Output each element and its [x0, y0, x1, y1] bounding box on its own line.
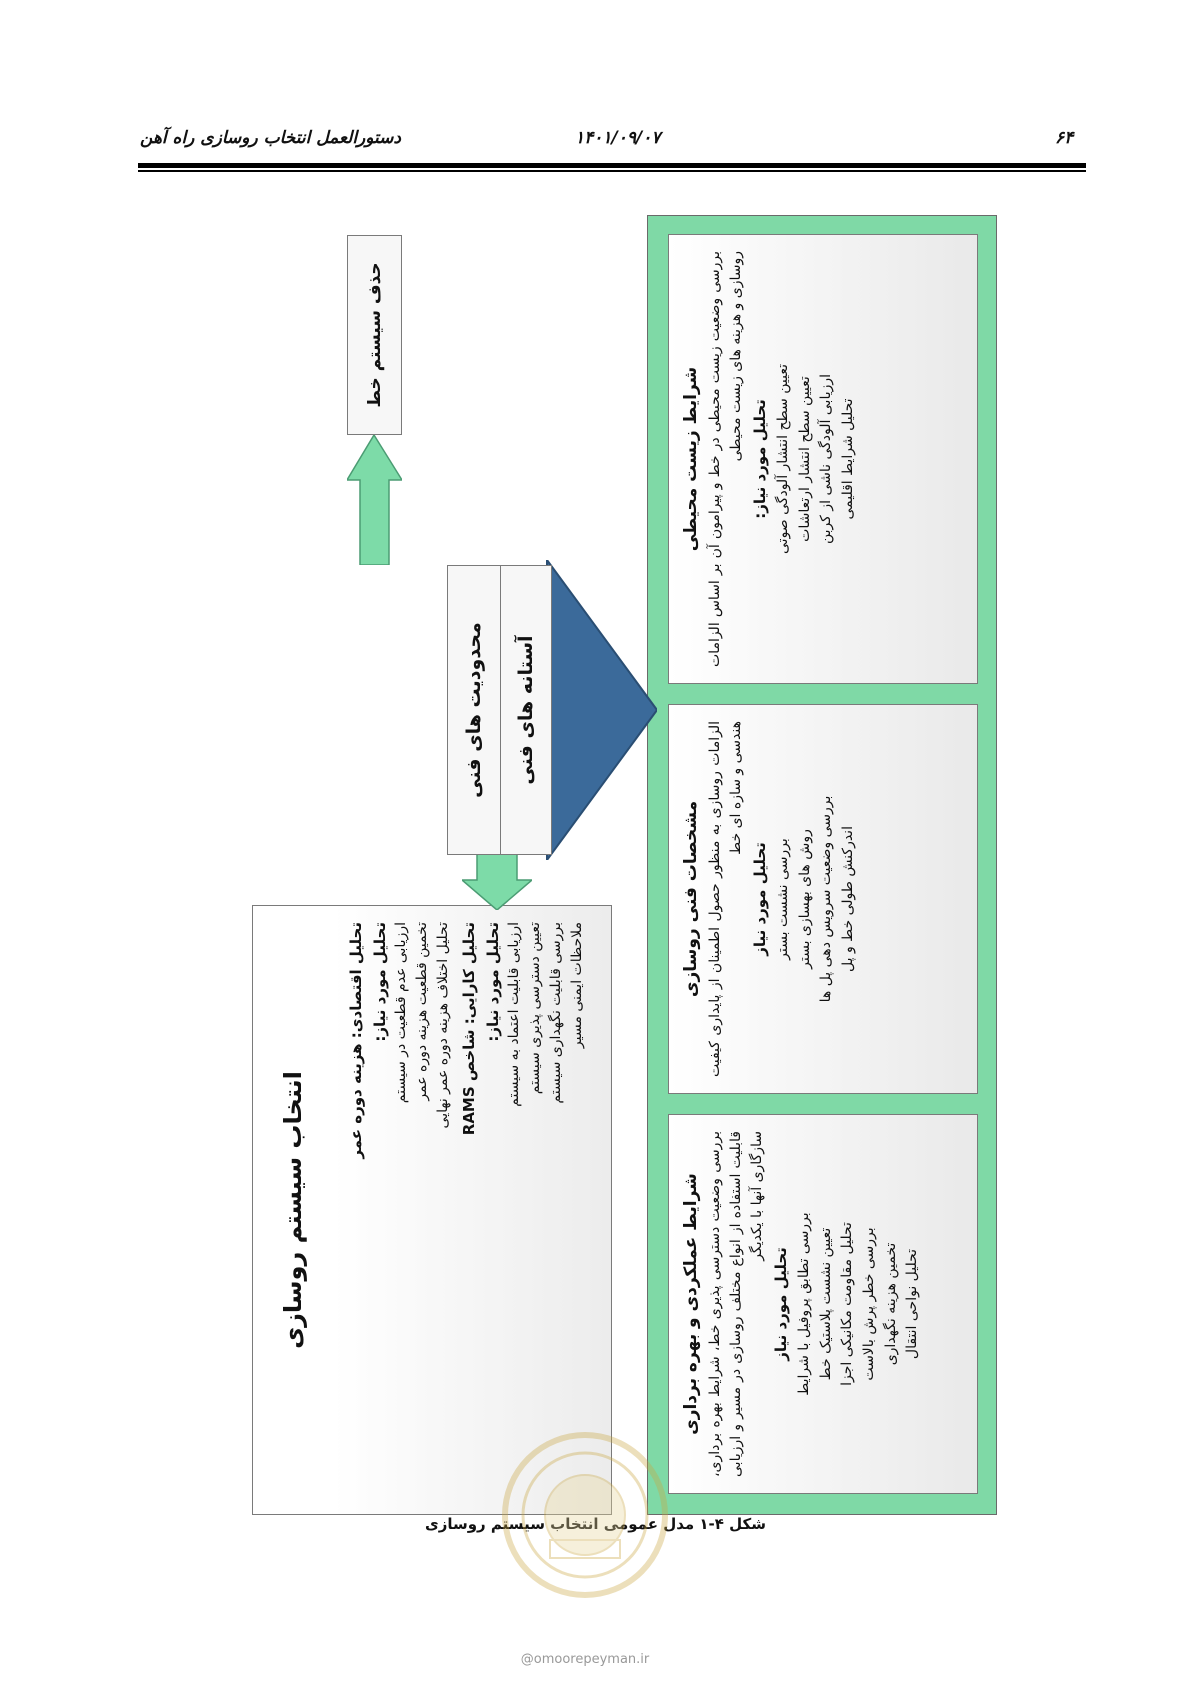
card-operational-conditions: شرایط عملکردی و بهره برداری بررسی وضعیت … [668, 1114, 978, 1494]
conditions-band: شرایط عملکردی و بهره برداری بررسی وضعیت … [647, 215, 997, 1515]
card-intro: بررسی وضعیت زیست محیطی در خط و پیرامون آ… [707, 251, 744, 667]
performance-need-label: تحلیل مورد نیاز: [484, 922, 502, 1042]
economic-item: ارزیابی عدم قطعیت در سیستم [393, 922, 409, 1104]
card-item: تحلیل مقاومت مکانیکی اجزا [839, 1222, 856, 1386]
card-need-label: تحلیل مورد نیاز [772, 1247, 790, 1361]
technical-limits-box: محدودیت های فنی آستانه های فنی [447, 565, 552, 855]
card-item: بررسی نشست بستر [775, 838, 791, 960]
arrow-to-delete-icon [347, 435, 402, 565]
delete-track-system-box: حذف سیستم خط [347, 235, 402, 435]
performance-item: ملاحظات ایمنی مسیر [569, 922, 585, 1049]
card-environmental-conditions: شرایط زیست محیطی بررسی وضعیت زیست محیطی … [668, 234, 978, 684]
economic-need-label: تحلیل مورد نیاز: [371, 922, 389, 1042]
system-selection-body: تحلیل اقتصادی: هزینه دوره عمر تحلیل مورد… [333, 906, 611, 1514]
performance-item: بررسی قابلیت نگهداری سیستم [548, 922, 564, 1104]
page-number: ۶۴ [1055, 128, 1074, 148]
card-item: تعیین سطح انتشار ارتعاشات [796, 376, 813, 542]
economic-analysis-title: تحلیل اقتصادی: هزینه دوره عمر [347, 922, 365, 1159]
watermark-seal-icon [502, 1432, 668, 1598]
card-item: اندرکنش طولی خط و پل [840, 826, 857, 972]
header-rule-thin [138, 170, 1086, 172]
card-item: ارزیابی آلودگی ناشی از کربن [818, 373, 835, 545]
card-item: تعیین سطح انتشار آلودگی صوتی [775, 364, 791, 554]
card-title: مشخصات فنی روسازی [681, 800, 701, 998]
card-item: بررسی خطر پرش بالاست [861, 1227, 878, 1381]
technical-thresholds-label: آستانه های فنی [515, 635, 537, 785]
performance-item: ارزیابی قابلیت اعتماد به سیستم [506, 922, 522, 1107]
card-intro: بررسی وضعیت دسترسی پذیری خط، شرایط بهره … [707, 1131, 765, 1477]
diagram: شرایط عملکردی و بهره برداری بررسی وضعیت … [237, 215, 1027, 1515]
card-item: روش های بهسازی بستر [796, 829, 813, 969]
system-selection-box: انتخاب سیستم روسازی تحلیل اقتصادی: هزینه… [252, 905, 612, 1515]
performance-analysis-title: تحلیل کارایی: شاخص RAMS [460, 922, 478, 1136]
watermark-url: @omoorepeyman.ir [520, 1652, 650, 1667]
technical-limits-label: محدودیت های فنی [448, 566, 501, 854]
arrow-to-selection-icon [462, 850, 532, 910]
card-item: بررسی تطابق پروفیل با شرایط [796, 1212, 812, 1396]
card-item: تحلیل شرایط اقلیمی [840, 398, 857, 520]
figure-caption: شکل ۴-۱ مدل عمومی انتخاب سیستم روسازی [424, 1515, 767, 1533]
card-title: شرایط زیست محیطی [681, 366, 701, 552]
header-title: دستورالعمل انتخاب روسازی راه آهن [140, 128, 401, 148]
card-need-label: تحلیل مورد نیاز [751, 842, 769, 956]
card-intro: الزامات روسازی به منظور حصول اطمینان از … [707, 721, 744, 1077]
system-selection-title: انتخاب سیستم روسازی [253, 906, 334, 1514]
performance-item: تعیین دسترسی پذیری سیستم [527, 922, 543, 1095]
card-item: تعیین نشست پلاستیک خط [817, 1227, 834, 1381]
card-item: تخمین هزینه نگهداری [882, 1242, 899, 1366]
economic-item: تخمین قطعیت هزینه دوره عمر [414, 922, 430, 1101]
header-date: ۱۴۰۱/۰۹/۰۷ [575, 128, 661, 148]
header-rule-thick [138, 163, 1086, 168]
economic-item: تحلیل اختلاف هزینه دوره عمر نهایی [435, 922, 451, 1129]
card-item: بررسی وضعیت سرویس دهی پل ها [818, 795, 835, 1003]
card-need-label: تحلیل مورد نیاز: [751, 399, 769, 519]
card-title: شرایط عملکردی و بهره برداری [681, 1173, 701, 1435]
card-item: تحلیل نواحی انتقال [904, 1248, 921, 1360]
card-technical-specs: مشخصات فنی روسازی الزامات روسازی به منظو… [668, 704, 978, 1094]
